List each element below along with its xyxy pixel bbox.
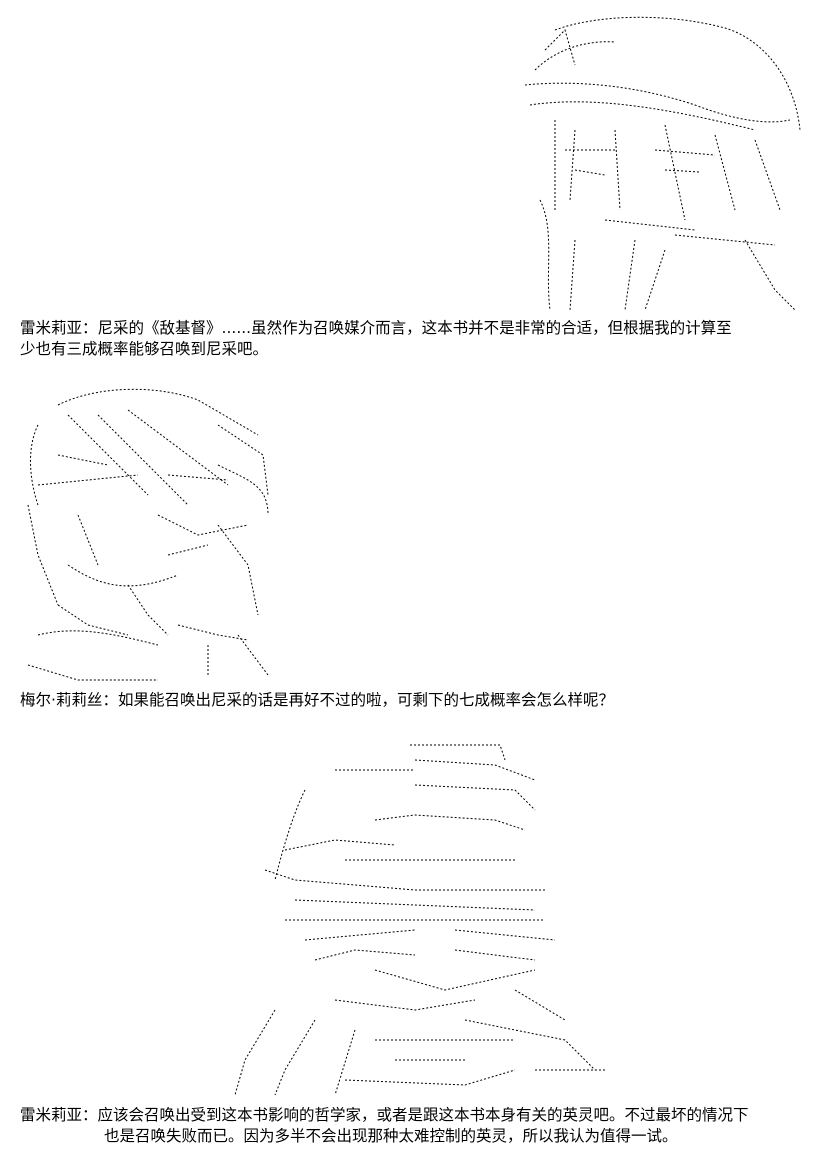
speaker-separator: ： xyxy=(82,1106,98,1124)
speaker-name: 梅尔·莉莉丝 xyxy=(20,691,103,709)
dialogue-line: 尼采的《敌基督》......虽然作为召唤媒介而言，这本书并不是非常的合适，但根据… xyxy=(97,319,732,337)
speaker-name: 雷米莉亚 xyxy=(20,319,83,337)
dialogue-line: 如果能召唤出尼采的话是再好不过的啦，可剩下的七成概率会怎么样呢？ xyxy=(117,691,614,709)
dialogue-line: 也是召唤失败而已。因为多半不会出现那种太难控制的英灵，所以我认为值得一试。 xyxy=(104,1127,678,1145)
remilia-hat-ascii-art xyxy=(215,740,615,1100)
speaker-separator: ： xyxy=(102,691,118,709)
dialogue-line: 应该会召唤出受到这本书影响的哲学家，或者是跟这本书本身有关的英灵吧。不过最坏的情… xyxy=(97,1106,749,1124)
remilia-ascii-art xyxy=(515,10,820,315)
dialogue-line: 少也有三成概率能够召唤到尼采吧。 xyxy=(20,340,269,358)
dialogue-block-1: 雷米莉亚：尼采的《敌基督》......虽然作为召唤媒介而言，这本书并不是非常的合… xyxy=(20,318,820,360)
dialogue-block-2: 梅尔·莉莉丝：如果能召唤出尼采的话是再好不过的啦，可剩下的七成概率会怎么样呢？ xyxy=(20,690,820,711)
speaker-separator: ： xyxy=(82,319,98,337)
meryl-lilith-ascii-art xyxy=(18,385,278,685)
dialogue-block-3: 雷米莉亚：应该会召唤出受到这本书影响的哲学家，或者是跟这本书本身有关的英灵吧。不… xyxy=(20,1105,820,1147)
speaker-name: 雷米莉亚 xyxy=(20,1106,83,1124)
